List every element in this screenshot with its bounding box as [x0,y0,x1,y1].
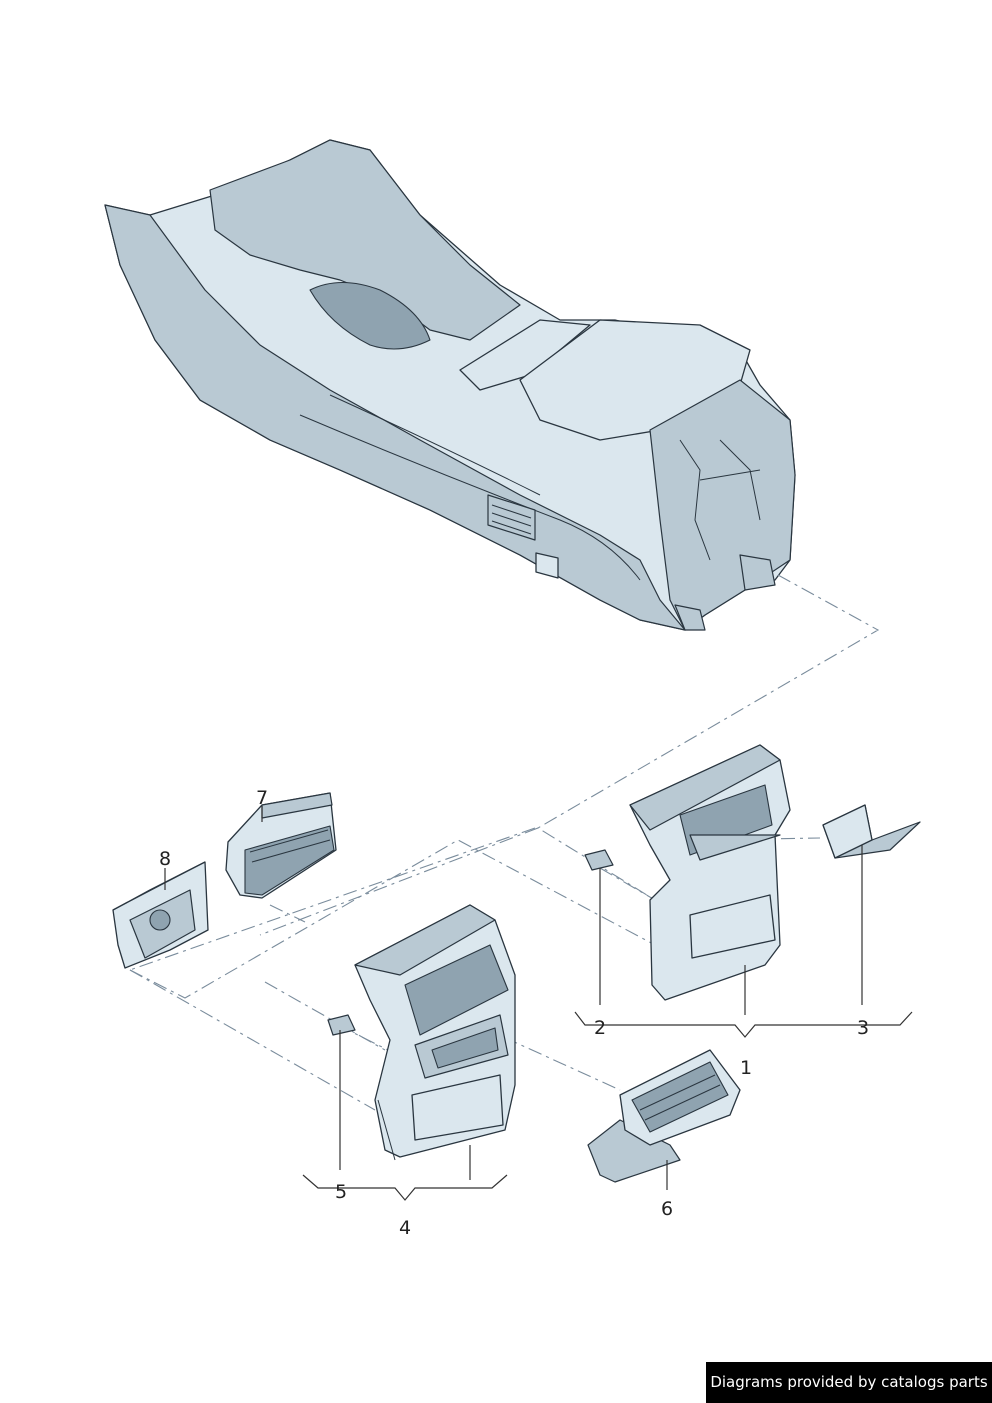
callout-6: 6 [661,1198,673,1220]
footer-credit-banner: Diagrams provided by catalogs parts [706,1362,992,1403]
part-6-air-vent [587,1049,741,1183]
callout-labels: 7 8 1 2 3 5 4 6 [159,787,869,1239]
part-5-clip [327,1014,356,1036]
part-3-flap [822,804,921,859]
center-console-illustration [104,139,796,631]
part-4-rear-trim-cover [354,904,516,1161]
callout-leaders [164,806,913,1201]
part-1-rear-trim-cover [629,744,791,1001]
callout-3: 3 [857,1017,869,1039]
callout-1: 1 [740,1057,752,1079]
callout-4: 4 [399,1217,411,1239]
callout-8: 8 [159,848,171,870]
callout-2: 2 [594,1017,606,1039]
part-7-storage-tray [225,792,337,899]
callout-5: 5 [335,1181,347,1203]
part-2-clip [584,849,614,871]
part-8-socket-bezel [112,861,209,969]
callout-7: 7 [256,787,268,809]
